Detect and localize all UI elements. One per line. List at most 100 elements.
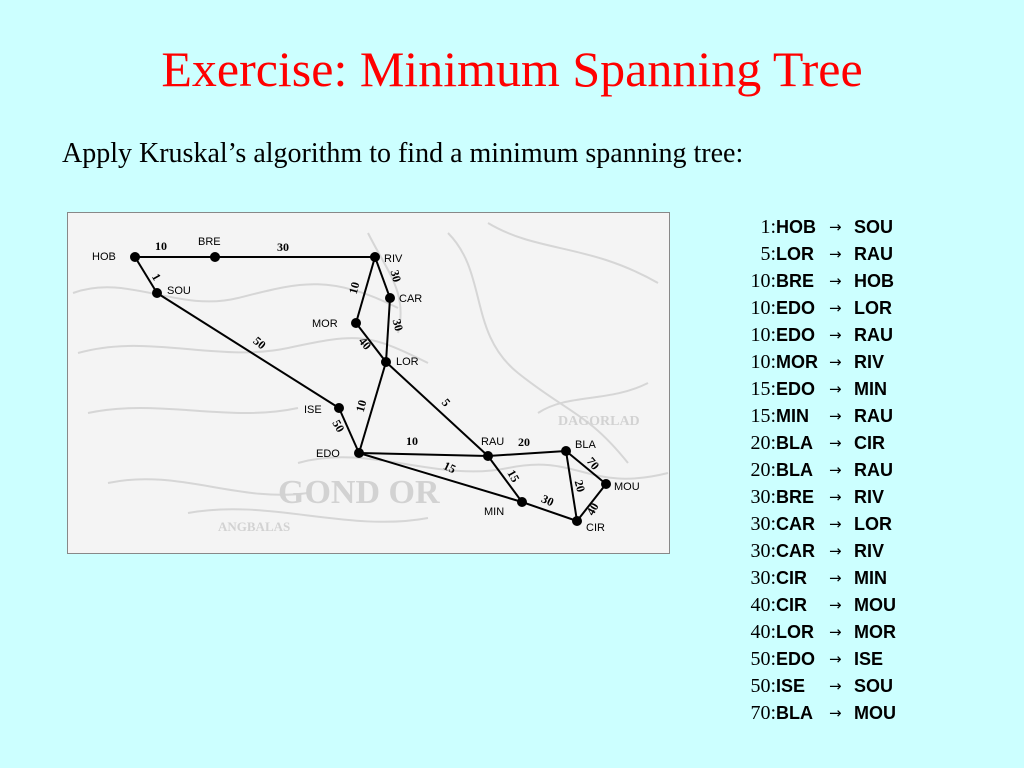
edge-to: MIN [854,568,887,588]
sorted-edge-row: 30:CAR→LOR [716,511,966,538]
edge-weight-label: 50 [250,334,268,352]
edge-weight-label: 10 [155,239,167,253]
edge-from: MIN [776,406,809,426]
edge-weight-label: 30 [388,268,405,283]
sorted-edge-row: 30:CAR→RIV [716,538,966,565]
edge-weight: 10: [750,351,776,373]
edge-bla-mou [565,450,607,485]
edge-edo-min [358,452,523,503]
sorted-edge-row: 1:HOB → SOU [716,214,966,241]
edge-to: SOU [854,217,894,237]
sorted-edge-row: 10:BRE→HOB [716,268,966,295]
node-mor [351,318,361,328]
sorted-edge-row: 70:BLA→MOU [716,700,966,727]
edge-weight-label: 10 [353,398,370,413]
node-label-min: MIN [484,506,504,518]
edge-from: CIR [776,568,807,588]
right-arrow-icon: → [829,461,842,479]
edge-to: LOR [854,514,892,534]
sorted-edge-row: 10:EDO→LOR [716,295,966,322]
right-arrow-icon: → [829,596,842,614]
edge-to: RAU [854,244,893,264]
edge-weight: 15: [750,405,776,427]
right-arrow-icon: → [829,569,842,587]
right-arrow-icon: → [829,542,842,560]
terrain-label-gondor: GOND OR [278,474,440,511]
edge-rau-bla [487,450,567,457]
edge-weight: 5: [760,243,776,265]
edge-weight: 10: [750,270,776,292]
edge-from: EDO [776,325,816,345]
edge-weight-label: 1 [149,271,164,283]
edge-weight: 20: [750,459,776,481]
sorted-edge-row: 40:LOR→MOR [716,619,966,646]
edge-to: RIV [854,352,885,372]
graph-edges [134,256,607,522]
right-arrow-icon: → [829,272,842,290]
edge-weight: 10: [750,324,776,346]
edge-from: MOR [776,352,818,372]
edge-weight-label: 70 [584,454,602,472]
right-arrow-icon: → [829,218,842,236]
edge-riv-mor [355,256,376,324]
node-hob [130,252,140,262]
edge-hob-sou [134,256,158,294]
right-arrow-icon: → [829,650,842,668]
node-min [517,497,527,507]
edge-to: SOU [854,676,894,696]
sorted-edge-row: 50:ISE→SOU [716,673,966,700]
sorted-edge-row: 15:EDO→MIN [716,376,966,403]
terrain-label-dagorlad: DAGORLAD [558,414,640,429]
node-label-edo: EDO [316,448,340,460]
right-arrow-icon: → [829,380,842,398]
edge-weight-label: 20 [572,478,589,493]
edge-from: HOB [776,217,816,237]
node-label-cir: CIR [586,522,605,534]
sorted-edge-row: 50:EDO→ISE [716,646,966,673]
edge-weight: 50: [750,648,776,670]
slide-subtitle: Apply Kruskal’s algorithm to find a mini… [62,138,744,169]
node-bla [561,446,571,456]
node-ise [334,403,344,413]
node-label-sou: SOU [167,285,191,297]
sorted-edge-row: 5:LOR→RAU [716,241,966,268]
edge-to: MIN [854,379,887,399]
node-label-bre: BRE [198,236,221,248]
edge-weight-label: 30 [277,240,289,254]
edge-weight-label: 30 [390,317,407,332]
right-arrow-icon: → [829,299,842,317]
edge-to: RIV [854,487,885,507]
edge-weight: 15: [750,378,776,400]
node-label-lor: LOR [396,356,419,368]
node-label-car: CAR [399,293,422,305]
edge-weight: 40: [750,594,776,616]
right-arrow-icon: → [829,434,842,452]
sorted-edge-row: 10:EDO→RAU [716,322,966,349]
edge-from: LOR [776,244,814,264]
edge-to: RAU [854,460,893,480]
edge-to: MOU [854,595,896,615]
edge-weight-label: 10 [346,280,363,295]
edge-lor-edo [358,361,387,454]
edge-weight: 1: [760,216,776,238]
edge-to: RAU [854,406,893,426]
edge-to: CIR [854,433,885,453]
node-cir [572,516,582,526]
node-edo [354,448,364,458]
edge-weight: 40: [750,621,776,643]
edge-weight: 50: [750,675,776,697]
edge-from: ISE [776,676,806,696]
sorted-edge-row: 10:MOR→RIV [716,349,966,376]
node-label-ise: ISE [304,404,322,416]
edge-weight: 10: [750,297,776,319]
edge-to: HOB [854,271,894,291]
edge-to: RIV [854,541,885,561]
sorted-edge-row: 30:CIR→MIN [716,565,966,592]
edge-weight: 20: [750,432,776,454]
sorted-edge-row: 15:MIN→RAU [716,403,966,430]
edge-from: CAR [776,541,815,561]
node-mou [601,479,611,489]
terrain-label-angbalas: ANGBALAS [218,519,290,534]
edge-from: EDO [776,649,816,669]
